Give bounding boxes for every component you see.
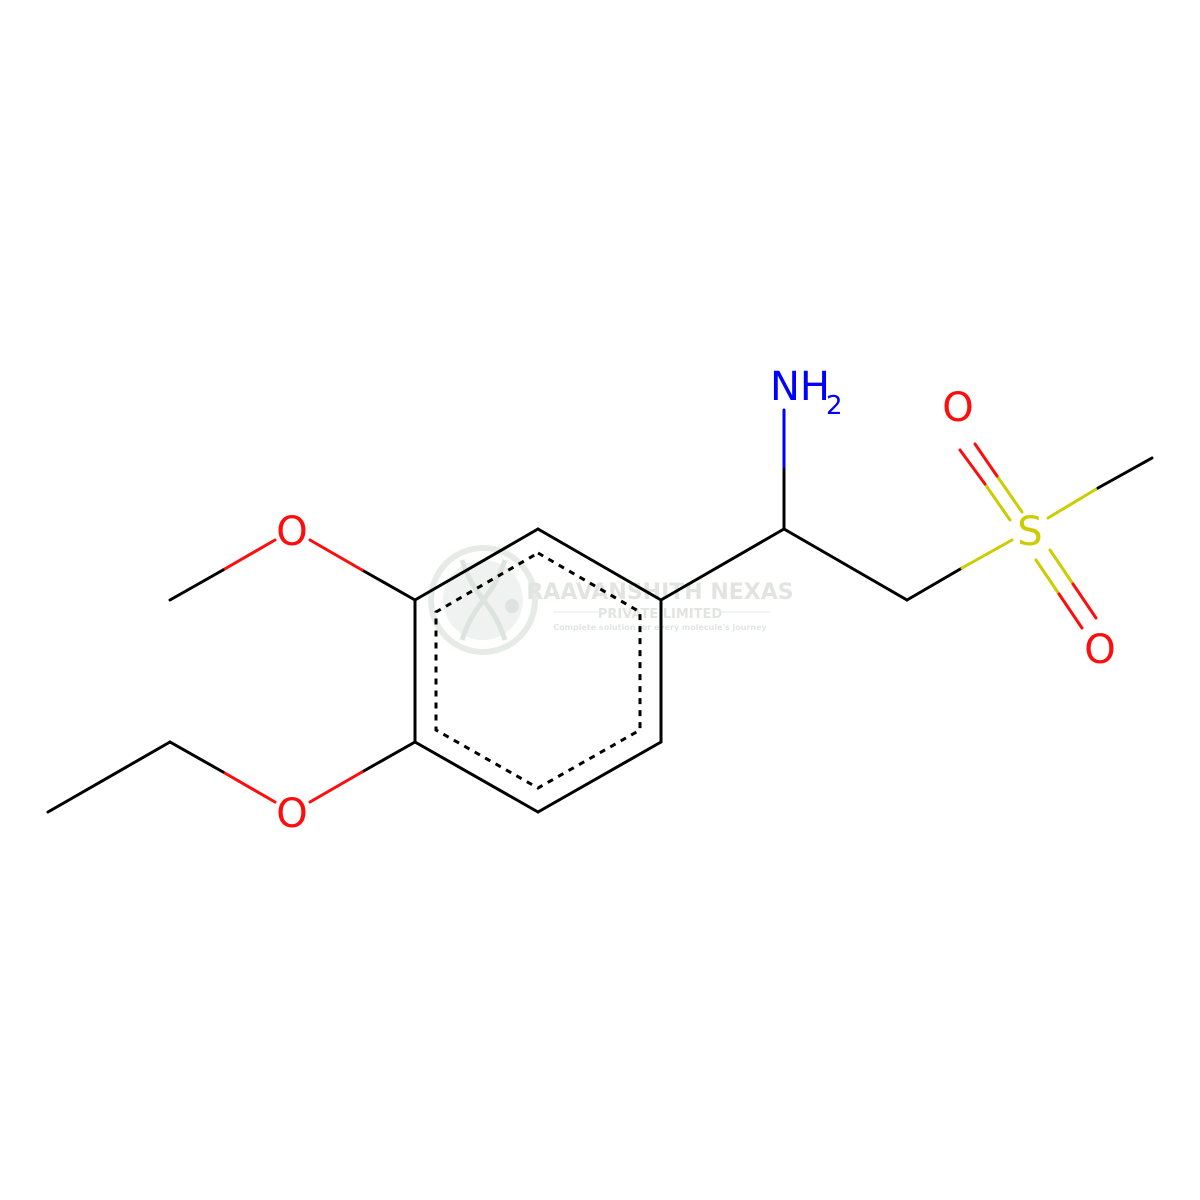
ethoxy-group: O [46, 740, 417, 837]
bond-ch-to-ch2 [782, 527, 909, 602]
bond-ethoxy-o-to-ch2-red [221, 770, 277, 804]
bond-s-to-ch3-black [1096, 456, 1154, 490]
watermark: RAAVANSHITH NEXAS PRIVATE LIMITED Comple… [428, 545, 794, 655]
amine-nh-text: NH [770, 364, 830, 410]
bond-ethoxy-o-to-ch2-black [168, 740, 225, 774]
bond-s-o-bottom-a-yellow [1048, 548, 1075, 586]
sulfonyl-oxygen-top: O [942, 385, 973, 431]
sulfur-atom: S [1017, 509, 1042, 555]
bond-s-o-top-b-yellow [983, 482, 1012, 522]
bond-ring-to-ch [659, 527, 786, 602]
watermark-logo-icon [428, 545, 538, 655]
ring-bond-c4-c5 [413, 740, 540, 814]
bond-s-o-top-b-red [958, 448, 987, 486]
ring-bond-c6-c1 [413, 527, 540, 602]
methoxy-oxygen: O [276, 509, 307, 555]
amine-nitrogen: NH [770, 364, 830, 410]
bond-s-o-top-a-yellow [995, 474, 1024, 514]
bond-ring-to-methoxy-o-black [360, 568, 417, 602]
benzene-ring [413, 527, 663, 814]
bond-ring-to-ethoxy-o-red [308, 770, 364, 804]
bond-ch2-to-s-yellow [960, 538, 1014, 570]
bond-ring-to-ethoxy-o-black [360, 740, 417, 774]
bond-s-o-bottom-b-red [1057, 592, 1084, 630]
aromatic-ring-dashed [434, 551, 642, 790]
ethoxy-oxygen: O [276, 791, 307, 837]
ring-bond-c1-c2 [536, 527, 663, 602]
bond-methoxy-o-to-ch3-red [221, 538, 277, 572]
bond-ring-to-methoxy-o-red [308, 538, 364, 572]
bond-s-o-top-a-red [973, 442, 999, 478]
side-chain: NH 2 S O O [659, 364, 1154, 673]
sulfonyl-oxygen-bottom: O [1084, 627, 1115, 673]
bond-s-o-bottom-b-yellow [1034, 558, 1061, 596]
bond-ethoxy-ch2-to-ch3 [46, 740, 172, 814]
methoxy-group: O [168, 509, 417, 602]
bond-ch2-to-s-black [905, 566, 964, 602]
bond-s-to-ch3-yellow [1046, 486, 1100, 520]
bond-s-o-bottom-a-red [1071, 582, 1098, 620]
amine-subscript: 2 [826, 391, 843, 421]
bond-methoxy-o-to-ch3-black [168, 568, 225, 602]
ring-bond-c3-c4 [536, 740, 663, 814]
